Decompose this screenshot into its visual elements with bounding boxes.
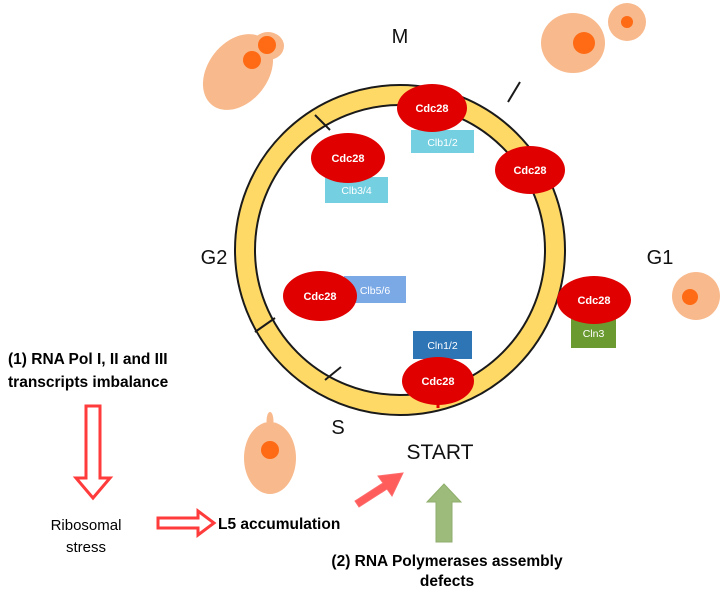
cdc28-label: Cdc28 [577, 295, 610, 307]
phase-label-g2: G2 [201, 247, 228, 269]
stress-line1: Ribosomal [51, 517, 122, 534]
cdc28-oval [557, 276, 631, 324]
note2-line2: defects [420, 573, 474, 590]
note1-line2: transcripts imbalance [8, 374, 169, 391]
cdc28-label: Cdc28 [331, 153, 364, 165]
cdc28-oval [397, 84, 467, 132]
cyclin-box [411, 130, 474, 153]
right-arrow [156, 508, 217, 538]
cyclin-label: Clb5/6 [360, 285, 391, 297]
complex-cdc28-clb34: Clb3/4 Cdc28 [311, 133, 388, 203]
cyclin-label: Clb1/2 [427, 137, 458, 149]
note2-line1: (2) RNA Polymerases assembly [331, 553, 563, 570]
phase-divider [507, 81, 521, 103]
cell-cycle-ring [234, 81, 566, 416]
down-arrow [72, 404, 114, 501]
cdc28-label: Cdc28 [303, 291, 336, 303]
cdc28-free: Cdc28 [495, 146, 565, 194]
phase-divider [314, 114, 331, 131]
cyclin-box [413, 331, 472, 359]
cdc28-label: Cdc28 [415, 103, 448, 115]
complex-cdc28-cln3: Cln3 Cdc28 [557, 276, 631, 348]
complex-cdc28-clb56: Clb5/6 Cdc28 [283, 271, 406, 321]
diagonal-arrow [354, 472, 404, 508]
start-label: START [407, 441, 474, 464]
budding-yeast-top-left [202, 32, 284, 110]
budding-yeast-bottom [244, 412, 296, 494]
cyclin-label: Cln3 [583, 328, 605, 340]
cdc28-label: Cdc28 [513, 165, 546, 177]
cdc28-oval [402, 357, 474, 405]
cyclin-label: Cln1/2 [427, 340, 458, 352]
complex-cdc28-cln12: Cln1/2 Cdc28 [402, 331, 474, 405]
cdc28-label: Cdc28 [421, 376, 454, 388]
up-arrow [425, 483, 463, 543]
cdc28-oval [495, 146, 565, 194]
complex-cdc28-clb12: Clb1/2 Cdc28 [397, 84, 474, 153]
phase-divider [324, 366, 342, 381]
cyclin-label: Clb3/4 [341, 185, 372, 197]
phase-divider [254, 317, 276, 333]
phase-label-s: S [331, 417, 344, 439]
cdc28-oval [283, 271, 357, 321]
phase-label-g1: G1 [647, 247, 674, 269]
cdc28-oval [311, 133, 385, 183]
phase-label-m: M [392, 26, 409, 48]
yeast-cell-right [672, 272, 720, 320]
l5-accumulation-label: L5 accumulation [218, 516, 340, 533]
budding-yeast-top-right [541, 3, 646, 73]
stress-line2: stress [66, 539, 106, 556]
note1-line1: (1) RNA Pol I, II and III [8, 351, 168, 368]
